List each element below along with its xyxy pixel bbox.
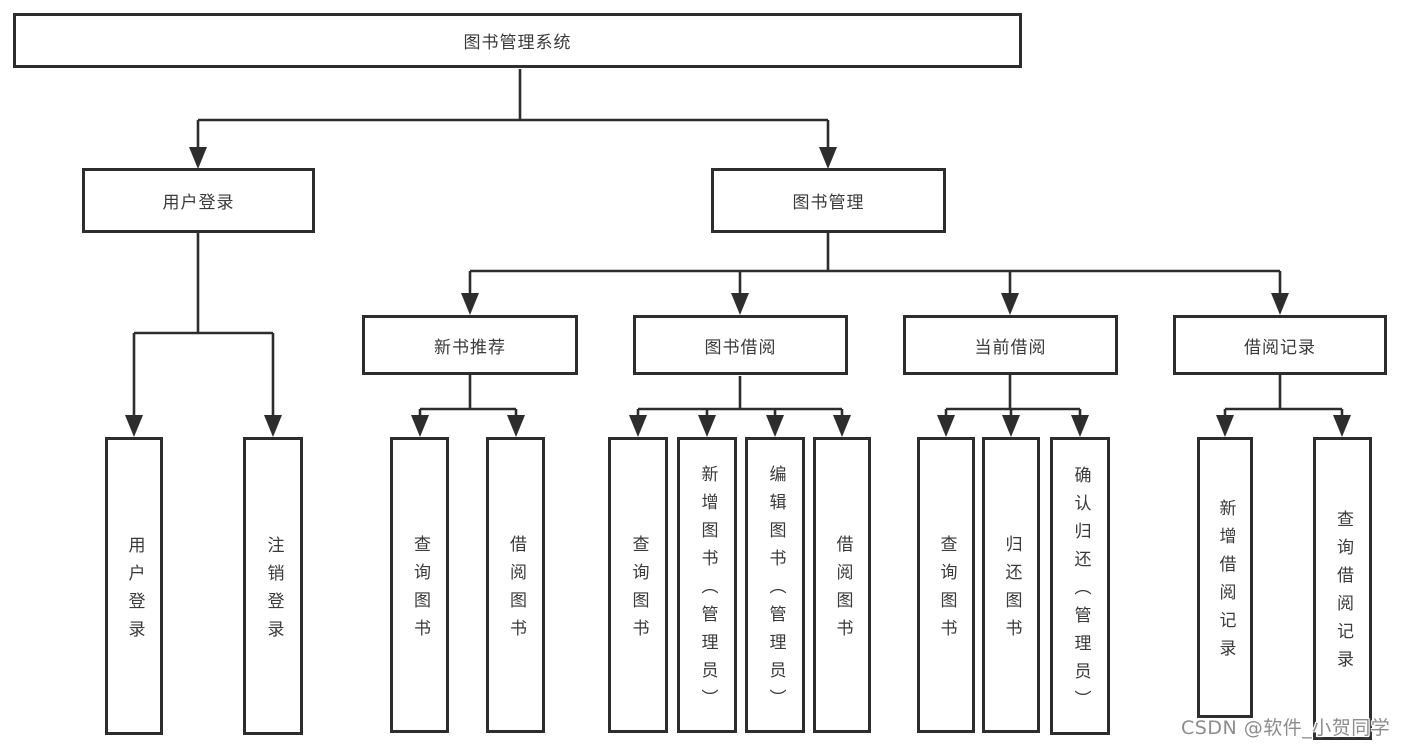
csdn-watermark: CSDN @软件_小贺同学 bbox=[1181, 717, 1391, 739]
leaf-label: 借阅图书 bbox=[832, 534, 853, 647]
leaf-label: 用户登录 bbox=[124, 535, 145, 648]
node-user-login: 用户登录 bbox=[82, 168, 315, 233]
leaf-label: 编辑图书（管理员） bbox=[765, 464, 786, 717]
node-borrowing-records: 借阅记录 bbox=[1173, 315, 1387, 375]
node-label: 当前借阅 bbox=[974, 337, 1047, 358]
leaf-add-book-admin: 新增图书（管理员） bbox=[677, 437, 737, 733]
leaf-label: 查询图书 bbox=[936, 534, 957, 647]
node-new-book-recommendation: 新书推荐 bbox=[362, 315, 578, 375]
node-label: 图书管理 bbox=[792, 193, 865, 213]
leaf-label: 借阅图书 bbox=[506, 534, 526, 647]
leaf-label: 新增借阅记录 bbox=[1215, 499, 1236, 667]
node-label: 图书借阅 bbox=[704, 337, 777, 358]
leaf-return-books: 归还图书 bbox=[982, 437, 1040, 733]
leaf-user-login: 用户登录 bbox=[105, 437, 163, 735]
node-label: 用户登录 bbox=[162, 193, 235, 213]
leaf-label: 查询图书 bbox=[410, 534, 430, 647]
leaf-query-books: 查询图书 bbox=[390, 437, 449, 733]
leaf-borrow-books: 借阅图书 bbox=[813, 437, 871, 733]
leaf-query-books: 查询图书 bbox=[917, 437, 975, 733]
leaf-logout-login: 注销登录 bbox=[243, 437, 303, 735]
leaf-label: 归还图书 bbox=[1001, 534, 1022, 647]
leaf-label: 查询图书 bbox=[628, 534, 649, 647]
leaf-add-borrow-record: 新增借阅记录 bbox=[1197, 437, 1253, 718]
leaf-confirm-return-admin: 确认归还（管理员） bbox=[1050, 437, 1110, 735]
leaf-query-borrow-record: 查询借阅记录 bbox=[1313, 437, 1372, 740]
leaf-query-books: 查询图书 bbox=[608, 437, 668, 733]
leaf-borrow-books: 借阅图书 bbox=[486, 437, 545, 733]
leaf-label: 新增图书（管理员） bbox=[697, 464, 718, 717]
leaf-edit-book-admin: 编辑图书（管理员） bbox=[745, 437, 805, 733]
leaf-label: 查询借阅记录 bbox=[1333, 510, 1353, 678]
leaf-label: 确认归还（管理员） bbox=[1070, 465, 1091, 718]
leaf-label: 注销登录 bbox=[263, 535, 284, 648]
node-current-borrowing: 当前借阅 bbox=[903, 315, 1118, 375]
node-book-management: 图书管理 bbox=[711, 168, 946, 233]
node-book-borrowing: 图书借阅 bbox=[633, 315, 848, 375]
node-label: 借阅记录 bbox=[1244, 337, 1316, 358]
node-label: 图书管理系统 bbox=[463, 33, 572, 53]
node-label: 新书推荐 bbox=[434, 337, 506, 358]
node-book-management-system: 图书管理系统 bbox=[13, 13, 1022, 68]
